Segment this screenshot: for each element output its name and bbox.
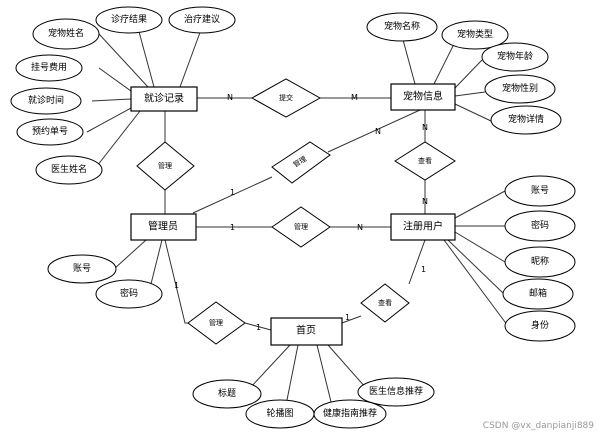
entity-label: 管理员 xyxy=(148,220,178,233)
attribute-label: 密码 xyxy=(120,287,138,299)
attribute-doctor-name: 医生姓名 xyxy=(35,155,103,185)
attribute-label: 身份 xyxy=(531,319,549,331)
attribute-user-password: 密码 xyxy=(504,210,576,242)
attribute-label: 宠物姓名 xyxy=(48,27,84,39)
attribute-pet-type: 宠物类型 xyxy=(441,20,509,50)
attribute-user-email: 邮箱 xyxy=(502,278,574,310)
attribute-label: 轮播图 xyxy=(266,407,293,419)
entity-label: 宠物信息 xyxy=(403,90,443,103)
relationship-label: 管理 xyxy=(209,318,223,327)
entity-label: 首页 xyxy=(296,324,316,337)
relationship-manage-user: 管理 xyxy=(271,206,331,248)
attribute-label: 宠物详情 xyxy=(508,113,544,125)
attribute-label: 就诊时间 xyxy=(28,94,64,106)
cardinality-label: N xyxy=(422,197,428,206)
attribute-appointment-number: 预约单号 xyxy=(16,118,84,146)
attribute-label: 账号 xyxy=(531,185,549,196)
relationship-label: 查看 xyxy=(418,156,432,165)
attribute-label: 健康指南推荐 xyxy=(323,407,377,419)
relationship-manage-visit: 管理 xyxy=(136,141,195,191)
relationship-manage-pet: 管理 xyxy=(271,141,331,184)
attribute-user-identity: 身份 xyxy=(504,310,576,342)
attribute-label: 宠物性别 xyxy=(502,82,538,94)
attribute-admin-account: 账号 xyxy=(47,254,117,284)
entity-registered-user: 注册用户 xyxy=(390,213,456,241)
attribute-pet-name: 宠物姓名 xyxy=(32,18,100,50)
entity-visit-record: 就诊记录 xyxy=(130,86,198,112)
cardinality-label: 1 xyxy=(256,323,261,332)
entity-pet-info: 宠物信息 xyxy=(390,83,456,111)
attribute-label: 宠物类型 xyxy=(457,28,493,40)
attribute-label: 诊疗结果 xyxy=(111,13,147,25)
relationship-submit: 提交 xyxy=(250,78,322,118)
attribute-diagnosis-result: 诊疗结果 xyxy=(95,6,163,34)
watermark: CSDN @vx_danpianji889 xyxy=(483,421,594,431)
relationship-label: 管理 xyxy=(294,222,308,231)
attribute-home-doctor-recommend: 医生信息推荐 xyxy=(357,377,435,407)
entity-label: 注册用户 xyxy=(403,220,443,233)
attribute-pet-title: 宠物名称 xyxy=(366,12,438,42)
attribute-label: 挂号费用 xyxy=(31,61,67,73)
attribute-home-title: 标题 xyxy=(192,379,262,409)
attribute-label: 医生信息推荐 xyxy=(369,385,423,397)
attribute-treatment-advice: 治疗建议 xyxy=(168,6,236,34)
attribute-registration-fee: 挂号费用 xyxy=(15,54,83,82)
cardinality-label: 1 xyxy=(230,223,235,232)
cardinality-label: 1 xyxy=(421,265,426,274)
attribute-label: 治疗建议 xyxy=(184,13,220,25)
relationship-view-pet: 查看 xyxy=(394,141,456,181)
cardinality-label: 1 xyxy=(174,281,179,290)
attribute-home-carousel: 轮播图 xyxy=(245,399,315,429)
attribute-label: 账号 xyxy=(73,263,91,274)
attribute-home-health-guide: 健康指南推荐 xyxy=(313,399,387,429)
attribute-label: 宠物名称 xyxy=(384,20,420,32)
entity-home: 首页 xyxy=(270,317,343,346)
cardinality-label: N xyxy=(227,93,233,102)
relationship-view-home: 查看 xyxy=(360,283,410,323)
attribute-user-nickname: 昵称 xyxy=(504,246,576,278)
attribute-user-account: 账号 xyxy=(504,175,576,207)
attribute-label: 邮箱 xyxy=(529,287,547,299)
entity-label: 就诊记录 xyxy=(144,92,184,105)
relationship-label: 管理 xyxy=(158,161,172,170)
attribute-visit-time: 就诊时间 xyxy=(10,87,82,115)
relationship-label: 查看 xyxy=(378,298,392,307)
attribute-label: 宠物年龄 xyxy=(497,50,533,62)
cardinality-label: 1 xyxy=(230,188,235,197)
attribute-label: 预约单号 xyxy=(32,125,68,137)
attribute-label: 医生姓名 xyxy=(51,163,87,175)
attribute-label: 标题 xyxy=(218,387,236,399)
attribute-pet-gender: 宠物性别 xyxy=(484,74,556,104)
attribute-admin-password: 密码 xyxy=(95,279,163,309)
relationship-label: 提交 xyxy=(279,93,293,102)
cardinality-labels: N M N 1 1 N N N 1 1 1 1 xyxy=(174,93,428,332)
entity-admin: 管理员 xyxy=(130,213,197,241)
cardinality-label: N xyxy=(375,127,381,136)
attribute-pet-age: 宠物年龄 xyxy=(481,42,549,72)
cardinality-label: N xyxy=(422,123,428,132)
cardinality-label: M xyxy=(351,93,358,102)
cardinality-label: 1 xyxy=(345,313,350,322)
connector-lines xyxy=(86,26,509,411)
attribute-label: 昵称 xyxy=(531,255,549,267)
relationship-manage-home: 管理 xyxy=(187,301,246,345)
attribute-label: 密码 xyxy=(531,219,549,231)
cardinality-label: N xyxy=(357,223,363,232)
attribute-pet-details: 宠物详情 xyxy=(490,105,562,135)
